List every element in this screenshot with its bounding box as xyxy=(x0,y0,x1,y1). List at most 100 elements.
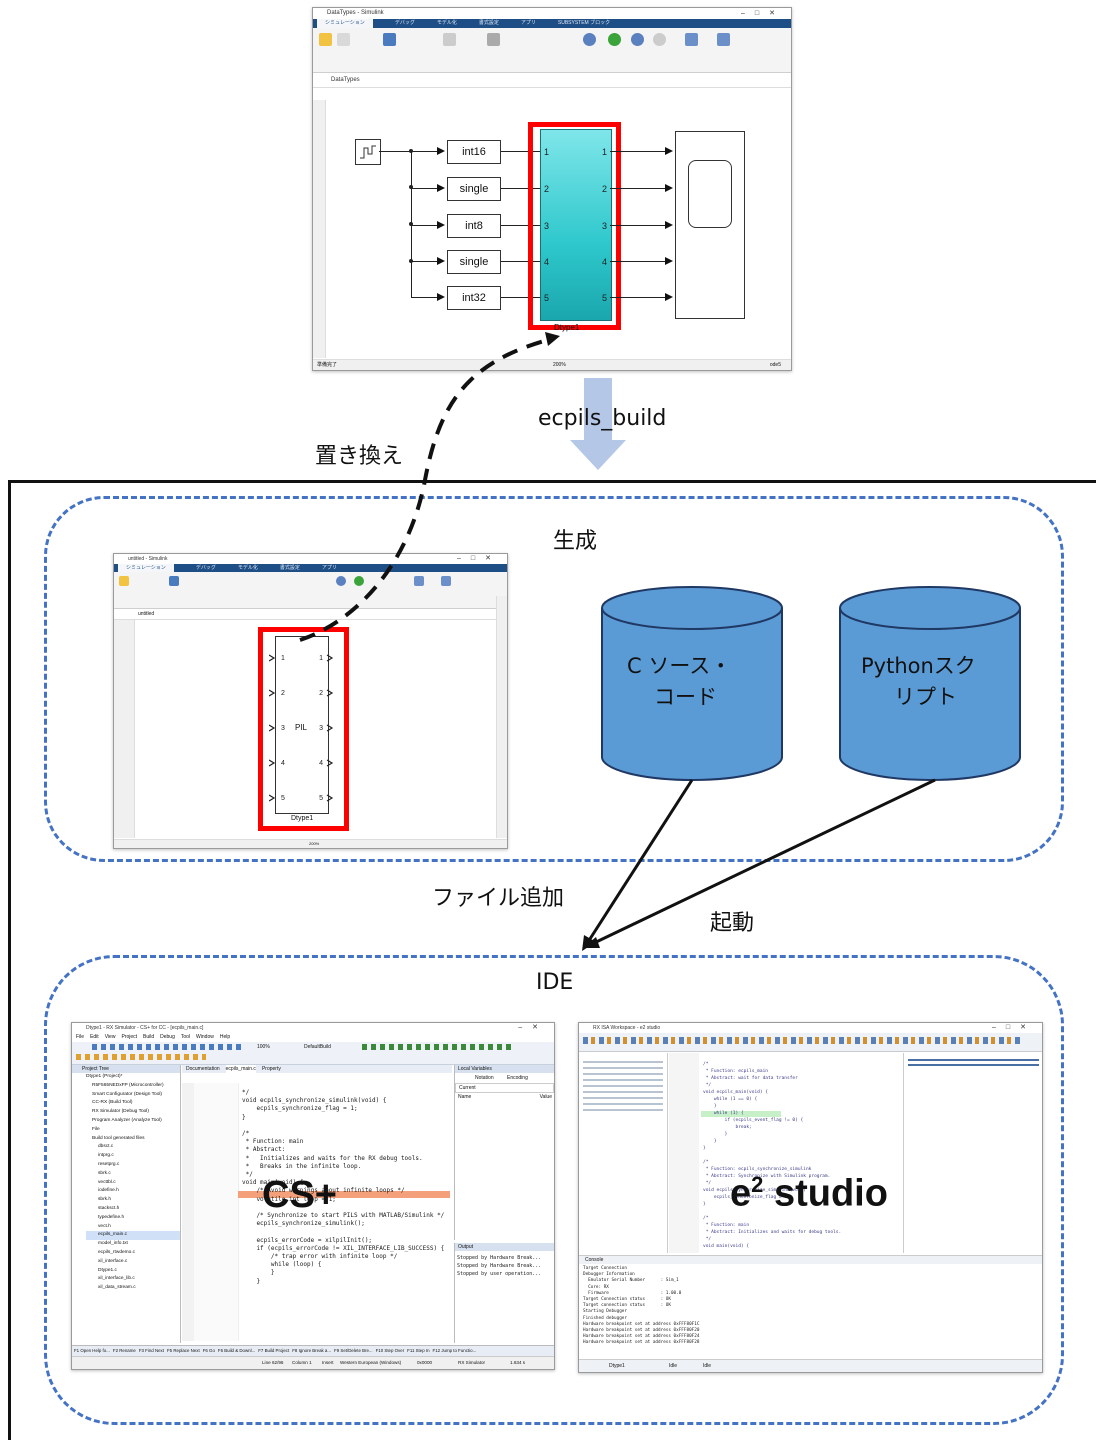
notation-button[interactable]: Notation xyxy=(475,1075,494,1081)
tab-modeling[interactable]: モデル化 xyxy=(436,20,457,26)
library-icon[interactable] xyxy=(383,33,396,46)
menu-tool[interactable]: Tool xyxy=(180,1034,191,1040)
function-key[interactable]: F7 Build Project xyxy=(258,1348,290,1353)
convert-int8[interactable]: int8 xyxy=(447,214,501,238)
csplus-window-controls[interactable]: –✕ xyxy=(518,1024,548,1031)
tree-item[interactable]: vect.h xyxy=(98,1223,111,1229)
mid-ribbon-tabs[interactable]: シミュレーション デバッグ モデル化 書式設定 アプリ xyxy=(114,564,507,572)
sim-manager-icon[interactable] xyxy=(717,33,730,46)
function-key[interactable]: F10 Step Over xyxy=(375,1348,405,1353)
tree-item[interactable]: Program Analyzer (Analyze Tool) xyxy=(92,1117,162,1123)
tree-item[interactable]: Dtype1.c xyxy=(98,1267,117,1273)
function-key[interactable]: F8 Ignore Break a... xyxy=(292,1348,332,1353)
function-key[interactable]: F5 Replace Next xyxy=(166,1348,200,1353)
zoom-select[interactable]: 100% xyxy=(257,1044,270,1050)
window-controls[interactable]: –□✕ xyxy=(741,10,785,17)
toolbar-icons-row3[interactable] xyxy=(362,1044,512,1050)
tree-item[interactable]: iodefine.h xyxy=(98,1188,119,1194)
mid-tab-format[interactable]: 書式設定 xyxy=(279,565,300,571)
ribbon-tabs[interactable]: シミュレーション デバッグ モデル化 書式設定 アプリ SUBSYSTEM ブロ… xyxy=(313,19,791,28)
tab-ecpils-main[interactable]: ecpils_main.c xyxy=(225,1065,256,1073)
menu-edit[interactable]: Edit xyxy=(90,1034,99,1040)
tree-item[interactable]: vecttbl.c xyxy=(98,1179,116,1185)
mid-tab-apps[interactable]: アプリ xyxy=(321,565,337,571)
dtype1-subsystem-block[interactable]: 1 2 3 4 5 1 2 3 4 5 xyxy=(540,129,612,321)
run-icon[interactable] xyxy=(608,33,621,46)
tab-debug[interactable]: デバッグ xyxy=(394,20,415,26)
tree-item[interactable]: typedefine.h xyxy=(98,1214,125,1220)
model-canvas[interactable]: int16 single int8 single int32 1 2 3 4 5… xyxy=(326,101,790,356)
tab-property[interactable]: Property xyxy=(261,1066,281,1072)
mid-run-icon[interactable] xyxy=(354,576,364,586)
menu-file[interactable]: File xyxy=(76,1034,85,1040)
pil-block[interactable]: 1 2 3 4 5 1 2 3 4 5 PIL xyxy=(275,636,329,814)
open-icon[interactable] xyxy=(337,33,350,46)
tree-item[interactable]: ecpils_main.c xyxy=(86,1231,180,1241)
log-signal-icon[interactable] xyxy=(443,33,456,46)
tree-item[interactable]: Dtype1 (Project)* xyxy=(86,1074,123,1079)
tree-item[interactable]: intprg.c xyxy=(98,1153,114,1159)
encoding-button[interactable]: Encoding xyxy=(507,1075,528,1081)
function-key[interactable]: F12 Jump to Functio... xyxy=(432,1348,477,1353)
menu-window[interactable]: Window xyxy=(196,1034,214,1040)
function-key[interactable]: F11 Step In xyxy=(407,1348,430,1353)
tree-item[interactable]: xil_data_stream.c xyxy=(98,1285,136,1291)
convert-int32[interactable]: int32 xyxy=(447,286,501,310)
menu-debug[interactable]: Debug xyxy=(160,1034,175,1040)
tree-item[interactable]: xil_interface.c xyxy=(98,1258,128,1264)
step-back-icon[interactable] xyxy=(583,33,596,46)
tab-simulation[interactable]: シミュレーション xyxy=(317,19,373,28)
toolbar-icons-row2[interactable] xyxy=(76,1054,206,1060)
tree-item[interactable]: resetprg.c xyxy=(98,1161,120,1167)
tree-item[interactable]: dbsct.c xyxy=(98,1144,114,1150)
function-key[interactable]: F3 Find Next xyxy=(138,1348,164,1353)
mid-new-icon[interactable] xyxy=(119,576,129,586)
e2-toolbar-icons[interactable] xyxy=(583,1037,1023,1044)
mid-tab-debug[interactable]: デバッグ xyxy=(195,565,216,571)
tree-item[interactable]: stacksct.h xyxy=(98,1205,120,1211)
table-icon[interactable] xyxy=(487,33,500,46)
convert-int16[interactable]: int16 xyxy=(447,140,501,164)
tab-documentation[interactable]: Documentation xyxy=(186,1066,220,1072)
function-key[interactable]: F6 Build & Downl... xyxy=(217,1348,256,1353)
tree-item[interactable]: CC-RX (Build Tool) xyxy=(92,1100,133,1106)
menu-view[interactable]: View xyxy=(104,1034,116,1040)
step-forward-icon[interactable] xyxy=(631,33,644,46)
mid-tab-simulation[interactable]: シミュレーション xyxy=(118,564,174,572)
stop-icon[interactable] xyxy=(653,33,666,46)
function-key[interactable]: F6 Go xyxy=(202,1348,215,1353)
convert-single-1[interactable]: single xyxy=(447,177,501,201)
function-key[interactable]: F9 Set/Delete Bre... xyxy=(334,1348,373,1353)
data-inspector-icon[interactable] xyxy=(685,33,698,46)
tree-item[interactable]: xil_interface_lib.c xyxy=(98,1276,135,1282)
mid-inspector-icon[interactable] xyxy=(414,576,424,586)
mid-manager-icon[interactable] xyxy=(441,576,451,586)
tree-item[interactable]: Build tool generated files xyxy=(92,1135,145,1141)
new-icon[interactable] xyxy=(319,33,332,46)
convert-single-2[interactable]: single xyxy=(447,250,501,274)
mid-library-icon[interactable] xyxy=(169,576,179,586)
tab-subsystem[interactable]: SUBSYSTEM ブロック xyxy=(557,20,611,26)
build-mode-select[interactable]: DefaultBuild xyxy=(304,1044,331,1050)
tree-item[interactable]: File xyxy=(92,1126,100,1132)
tree-item[interactable]: model_info.txt xyxy=(98,1241,128,1247)
tree-item[interactable]: ecpils_rtwdemo.c xyxy=(98,1249,136,1255)
menu-help[interactable]: Help xyxy=(219,1034,231,1040)
mid-step-icon[interactable] xyxy=(336,576,346,586)
mid-breadcrumb[interactable]: untitled xyxy=(138,611,155,617)
toolbar-icons-row1[interactable] xyxy=(92,1044,242,1050)
tree-item[interactable]: sbrk.c xyxy=(98,1170,111,1176)
menu-project[interactable]: Project xyxy=(121,1034,137,1040)
current-scope[interactable]: Current xyxy=(455,1083,554,1093)
function-key[interactable]: F1 Open Help fo... xyxy=(74,1348,110,1353)
menu-build[interactable]: Build xyxy=(143,1034,155,1040)
mid-tab-modeling[interactable]: モデル化 xyxy=(237,565,258,571)
signal-source-block[interactable] xyxy=(355,139,381,165)
function-key[interactable]: F2 Rename xyxy=(112,1348,136,1353)
mid-window-controls[interactable]: –□✕ xyxy=(457,555,501,562)
breadcrumb[interactable]: DataTypes xyxy=(331,77,360,83)
e2-toolbar[interactable] xyxy=(579,1033,1042,1052)
tree-item[interactable]: Smart Configurator (Design Tool) xyxy=(92,1091,163,1097)
tab-format[interactable]: 書式設定 xyxy=(478,20,499,26)
tree-item[interactable]: sbrk.h xyxy=(98,1197,112,1203)
